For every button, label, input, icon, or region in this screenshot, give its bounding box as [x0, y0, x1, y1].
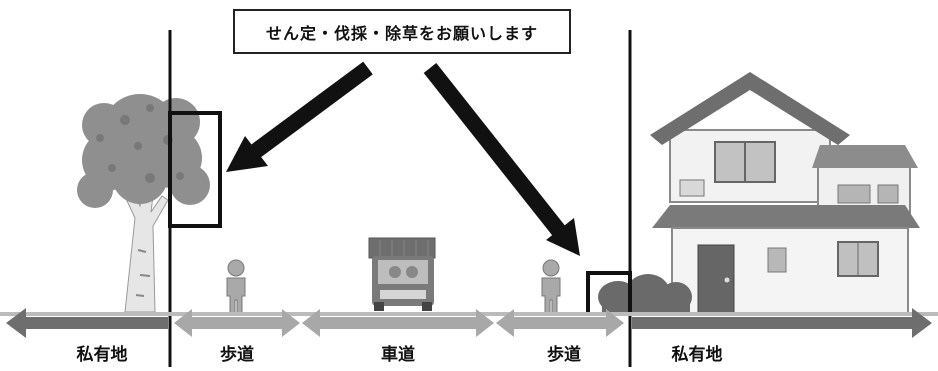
pedestrian-icon — [541, 259, 561, 315]
label-roadway: 車道 — [381, 345, 415, 365]
ground-zones — [0, 308, 938, 338]
house-icon — [650, 72, 920, 314]
arrow-to-shrub — [423, 63, 580, 256]
label-sidewalk-left: 歩道 — [220, 345, 254, 365]
pedestrian-icon — [226, 259, 246, 315]
request-banner: せん定・伐採・除草をお願いします — [233, 9, 571, 54]
label-sidewalk-right: 歩道 — [547, 345, 581, 365]
tree-icon — [77, 94, 210, 313]
truck-icon — [368, 237, 436, 311]
label-private-land-right: 私有地 — [671, 345, 723, 365]
label-private-land-left: 私有地 — [76, 345, 128, 365]
shrub-icon — [598, 274, 692, 313]
arrow-to-tree — [226, 61, 373, 172]
highlight-box-tree — [168, 111, 222, 228]
